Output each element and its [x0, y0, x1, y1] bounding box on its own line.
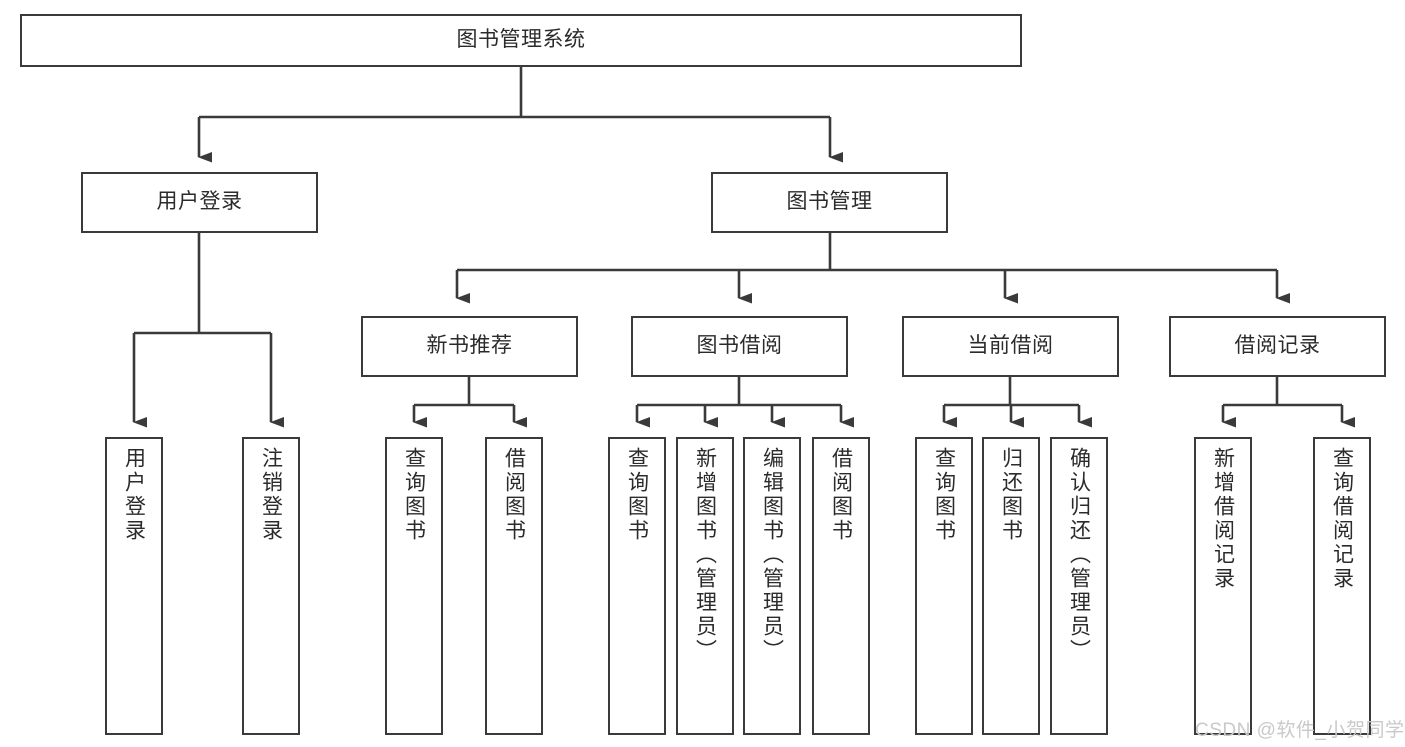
node-book-borrow[interactable]: 图书借阅: [631, 316, 848, 377]
leaf-logout-label: 注销登录: [259, 447, 283, 543]
csdn-watermark: CSDN @软件_小贺同学: [1195, 720, 1405, 741]
leaf-borrow-edit-book-admin-label: 编辑图书（管理员）: [760, 447, 784, 663]
leaf-logout[interactable]: 注销登录: [242, 437, 300, 735]
node-root-label: 图书管理系统: [456, 28, 586, 52]
leaf-newbook-borrow-book-label: 借阅图书: [502, 447, 526, 543]
leaf-current-return-book[interactable]: 归还图书: [982, 437, 1040, 735]
node-borrow-record-label: 借阅记录: [1234, 334, 1321, 358]
leaf-borrow-query-book[interactable]: 查询图书: [608, 437, 666, 735]
node-new-book-recommend-label: 新书推荐: [426, 334, 513, 358]
leaf-newbook-borrow-book[interactable]: 借阅图书: [485, 437, 543, 735]
node-borrow-record[interactable]: 借阅记录: [1169, 316, 1386, 377]
node-user-login[interactable]: 用户登录: [81, 172, 318, 233]
leaf-newbook-query-book-label: 查询图书: [402, 447, 426, 543]
leaf-newbook-query-book[interactable]: 查询图书: [385, 437, 443, 735]
leaf-borrow-edit-book-admin[interactable]: 编辑图书（管理员）: [743, 437, 801, 735]
leaf-record-add-borrow-record[interactable]: 新增借阅记录: [1194, 437, 1252, 735]
leaf-borrow-borrow-book[interactable]: 借阅图书: [812, 437, 870, 735]
leaf-current-query-book[interactable]: 查询图书: [915, 437, 973, 735]
leaf-borrow-borrow-book-label: 借阅图书: [829, 447, 853, 543]
node-book-management-label: 图书管理: [786, 190, 873, 214]
node-user-login-label: 用户登录: [156, 190, 243, 214]
leaf-current-confirm-return-admin-label: 确认归还（管理员）: [1067, 447, 1091, 663]
node-current-borrow[interactable]: 当前借阅: [902, 316, 1119, 377]
leaf-borrow-add-book-admin-label: 新增图书（管理员）: [693, 447, 717, 663]
node-new-book-recommend[interactable]: 新书推荐: [361, 316, 578, 377]
leaf-borrow-add-book-admin[interactable]: 新增图书（管理员）: [676, 437, 734, 735]
leaf-user-login-label: 用户登录: [122, 447, 146, 543]
node-book-borrow-label: 图书借阅: [696, 334, 783, 358]
leaf-current-query-book-label: 查询图书: [932, 447, 956, 543]
node-current-borrow-label: 当前借阅: [967, 334, 1054, 358]
leaf-borrow-query-book-label: 查询图书: [625, 447, 649, 543]
node-root-book-management-system[interactable]: 图书管理系统: [20, 14, 1022, 67]
leaf-current-confirm-return-admin[interactable]: 确认归还（管理员）: [1050, 437, 1108, 735]
leaf-record-add-borrow-record-label: 新增借阅记录: [1211, 447, 1235, 591]
node-book-management[interactable]: 图书管理: [711, 172, 948, 233]
leaf-record-query-borrow-record[interactable]: 查询借阅记录: [1313, 437, 1371, 735]
leaf-record-query-borrow-record-label: 查询借阅记录: [1330, 447, 1354, 591]
leaf-current-return-book-label: 归还图书: [999, 447, 1023, 543]
leaf-user-login[interactable]: 用户登录: [105, 437, 163, 735]
